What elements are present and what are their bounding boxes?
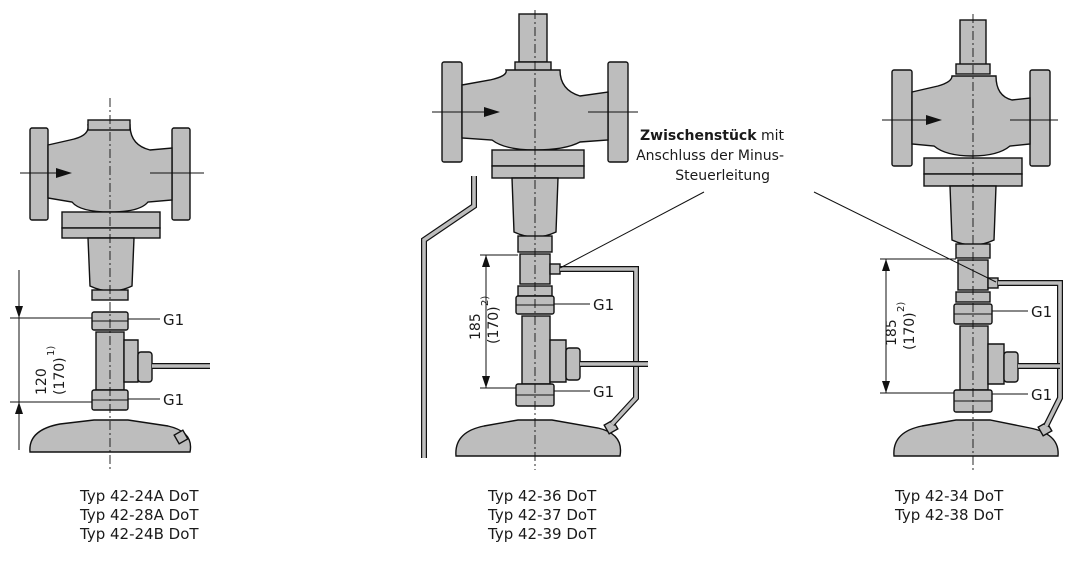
valve-1-drawing: G1 G1 120 (170) 1) <box>10 98 210 470</box>
valve-1-caption-3: Typ 42-24B DoT <box>80 525 199 543</box>
valve-3-dimension: 185 <box>884 319 900 346</box>
valve-3-drawing: G1 G1 185 (170) 2) <box>880 14 1063 470</box>
valve-2-g1-lower: G1 <box>593 383 614 401</box>
valve-2-caption-2: Typ 42-37 DoT <box>488 506 597 524</box>
callout-line-1-rest: mit <box>757 128 785 144</box>
valve-3-body <box>891 69 1059 457</box>
valve-2-g1-upper: G1 <box>593 296 614 314</box>
valve-1-dimension-note: 1) <box>46 346 57 356</box>
valve-1-captions: Typ 42-24A DoT Typ 42-28A DoT Typ 42-24B… <box>80 487 199 544</box>
valve-2-drawing: G1 G1 185 (170) 2) <box>421 10 648 470</box>
valve-2-body <box>441 61 629 457</box>
valve-3-g1-lower: G1 <box>1031 386 1052 404</box>
callout: Zwischenstück mit Anschluss der Minus- S… <box>636 128 784 184</box>
valve-2-caption-1: Typ 42-36 DoT <box>488 487 597 505</box>
valve-3-caption-1: Typ 42-34 DoT <box>895 487 1004 505</box>
callout-leader-left <box>559 191 705 269</box>
valve-3-caption-2: Typ 42-38 DoT <box>895 506 1004 524</box>
valve-1-g1-upper: G1 <box>163 311 184 329</box>
valve-3-dimension-note: 2) <box>896 302 907 312</box>
valve-1-caption-1: Typ 42-24A DoT <box>80 487 199 505</box>
valve-3-g1-upper: G1 <box>1031 303 1052 321</box>
valve-2-dimension: 185 <box>468 313 484 340</box>
valve-1-g1-lower: G1 <box>163 391 184 409</box>
valve-2-captions: Typ 42-36 DoT Typ 42-37 DoT Typ 42-39 Do… <box>488 487 596 544</box>
valve-1-dimension-alt: (170) <box>52 357 68 395</box>
callout-bold: Zwischenstück <box>640 128 757 144</box>
valve-1-caption-2: Typ 42-28A DoT <box>80 506 199 524</box>
callout-line-2: Anschluss der Minus- <box>636 148 784 164</box>
valve-1-dimension: 120 <box>34 368 50 395</box>
valve-3-dimension-alt: (170) <box>902 312 918 350</box>
valve-2-dimension-note: 2) <box>480 296 491 306</box>
valve-2-dimension-alt: (170) <box>486 306 502 344</box>
callout-line-1: Zwischenstück mit <box>640 128 785 144</box>
valve-3-captions: Typ 42-34 DoT Typ 42-38 DoT <box>895 487 1003 525</box>
callout-line-3: Steuerleitung <box>675 168 770 184</box>
callout-leader-right <box>813 191 997 283</box>
valve-2-caption-3: Typ 42-39 DoT <box>488 525 597 543</box>
